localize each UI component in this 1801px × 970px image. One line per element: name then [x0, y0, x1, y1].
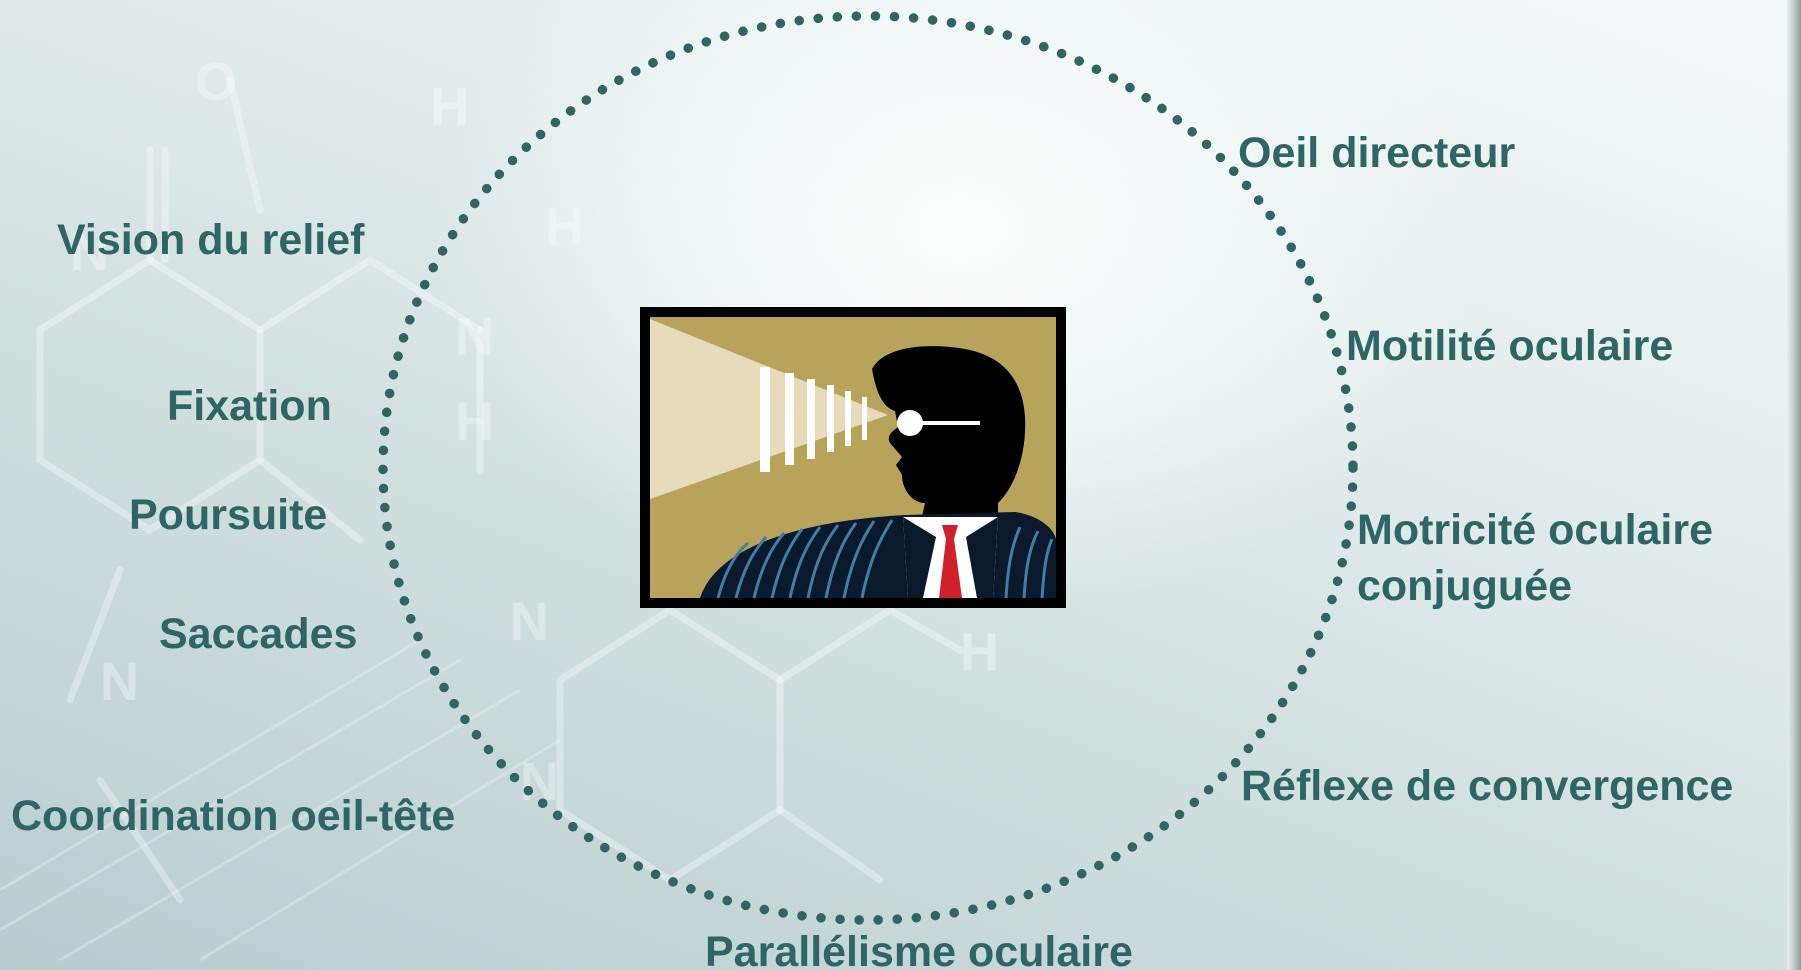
label-motilite-oculaire: Motilité oculaire — [1346, 322, 1674, 370]
svg-text:O: O — [195, 52, 237, 112]
svg-text:N: N — [510, 592, 549, 652]
label-oeil-directeur: Oeil directeur — [1238, 129, 1516, 177]
label-saccades: Saccades — [159, 610, 358, 658]
svg-text:H: H — [455, 392, 494, 452]
svg-text:H: H — [545, 197, 584, 257]
label-motricite-line-2: conjuguée — [1357, 562, 1573, 610]
dotted-ring-path — [378, 11, 1358, 925]
label-vision-du-relief: Vision du relief — [57, 216, 365, 264]
svg-text:N: N — [455, 307, 494, 367]
label-fixation: Fixation — [167, 382, 332, 430]
label-motricite-oculaire-conjuguee: Motricité oculaire conjuguée — [1357, 502, 1713, 614]
right-edge-shadow — [1787, 0, 1801, 970]
businessman-gaze-picture — [640, 307, 1066, 608]
label-reflexe-de-convergence: Réflexe de convergence — [1241, 762, 1734, 810]
label-parallelisme-oculaire: Parallélisme oculaire — [705, 928, 1133, 970]
label-coordination-oeil-tete: Coordination oeil-tête — [11, 792, 456, 840]
label-poursuite: Poursuite — [129, 491, 328, 539]
svg-text:H: H — [960, 622, 999, 682]
label-motricite-line-1: Motricité oculaire — [1357, 506, 1714, 554]
svg-text:N: N — [70, 222, 109, 282]
svg-text:N: N — [100, 652, 139, 712]
svg-text:H: H — [430, 77, 469, 137]
